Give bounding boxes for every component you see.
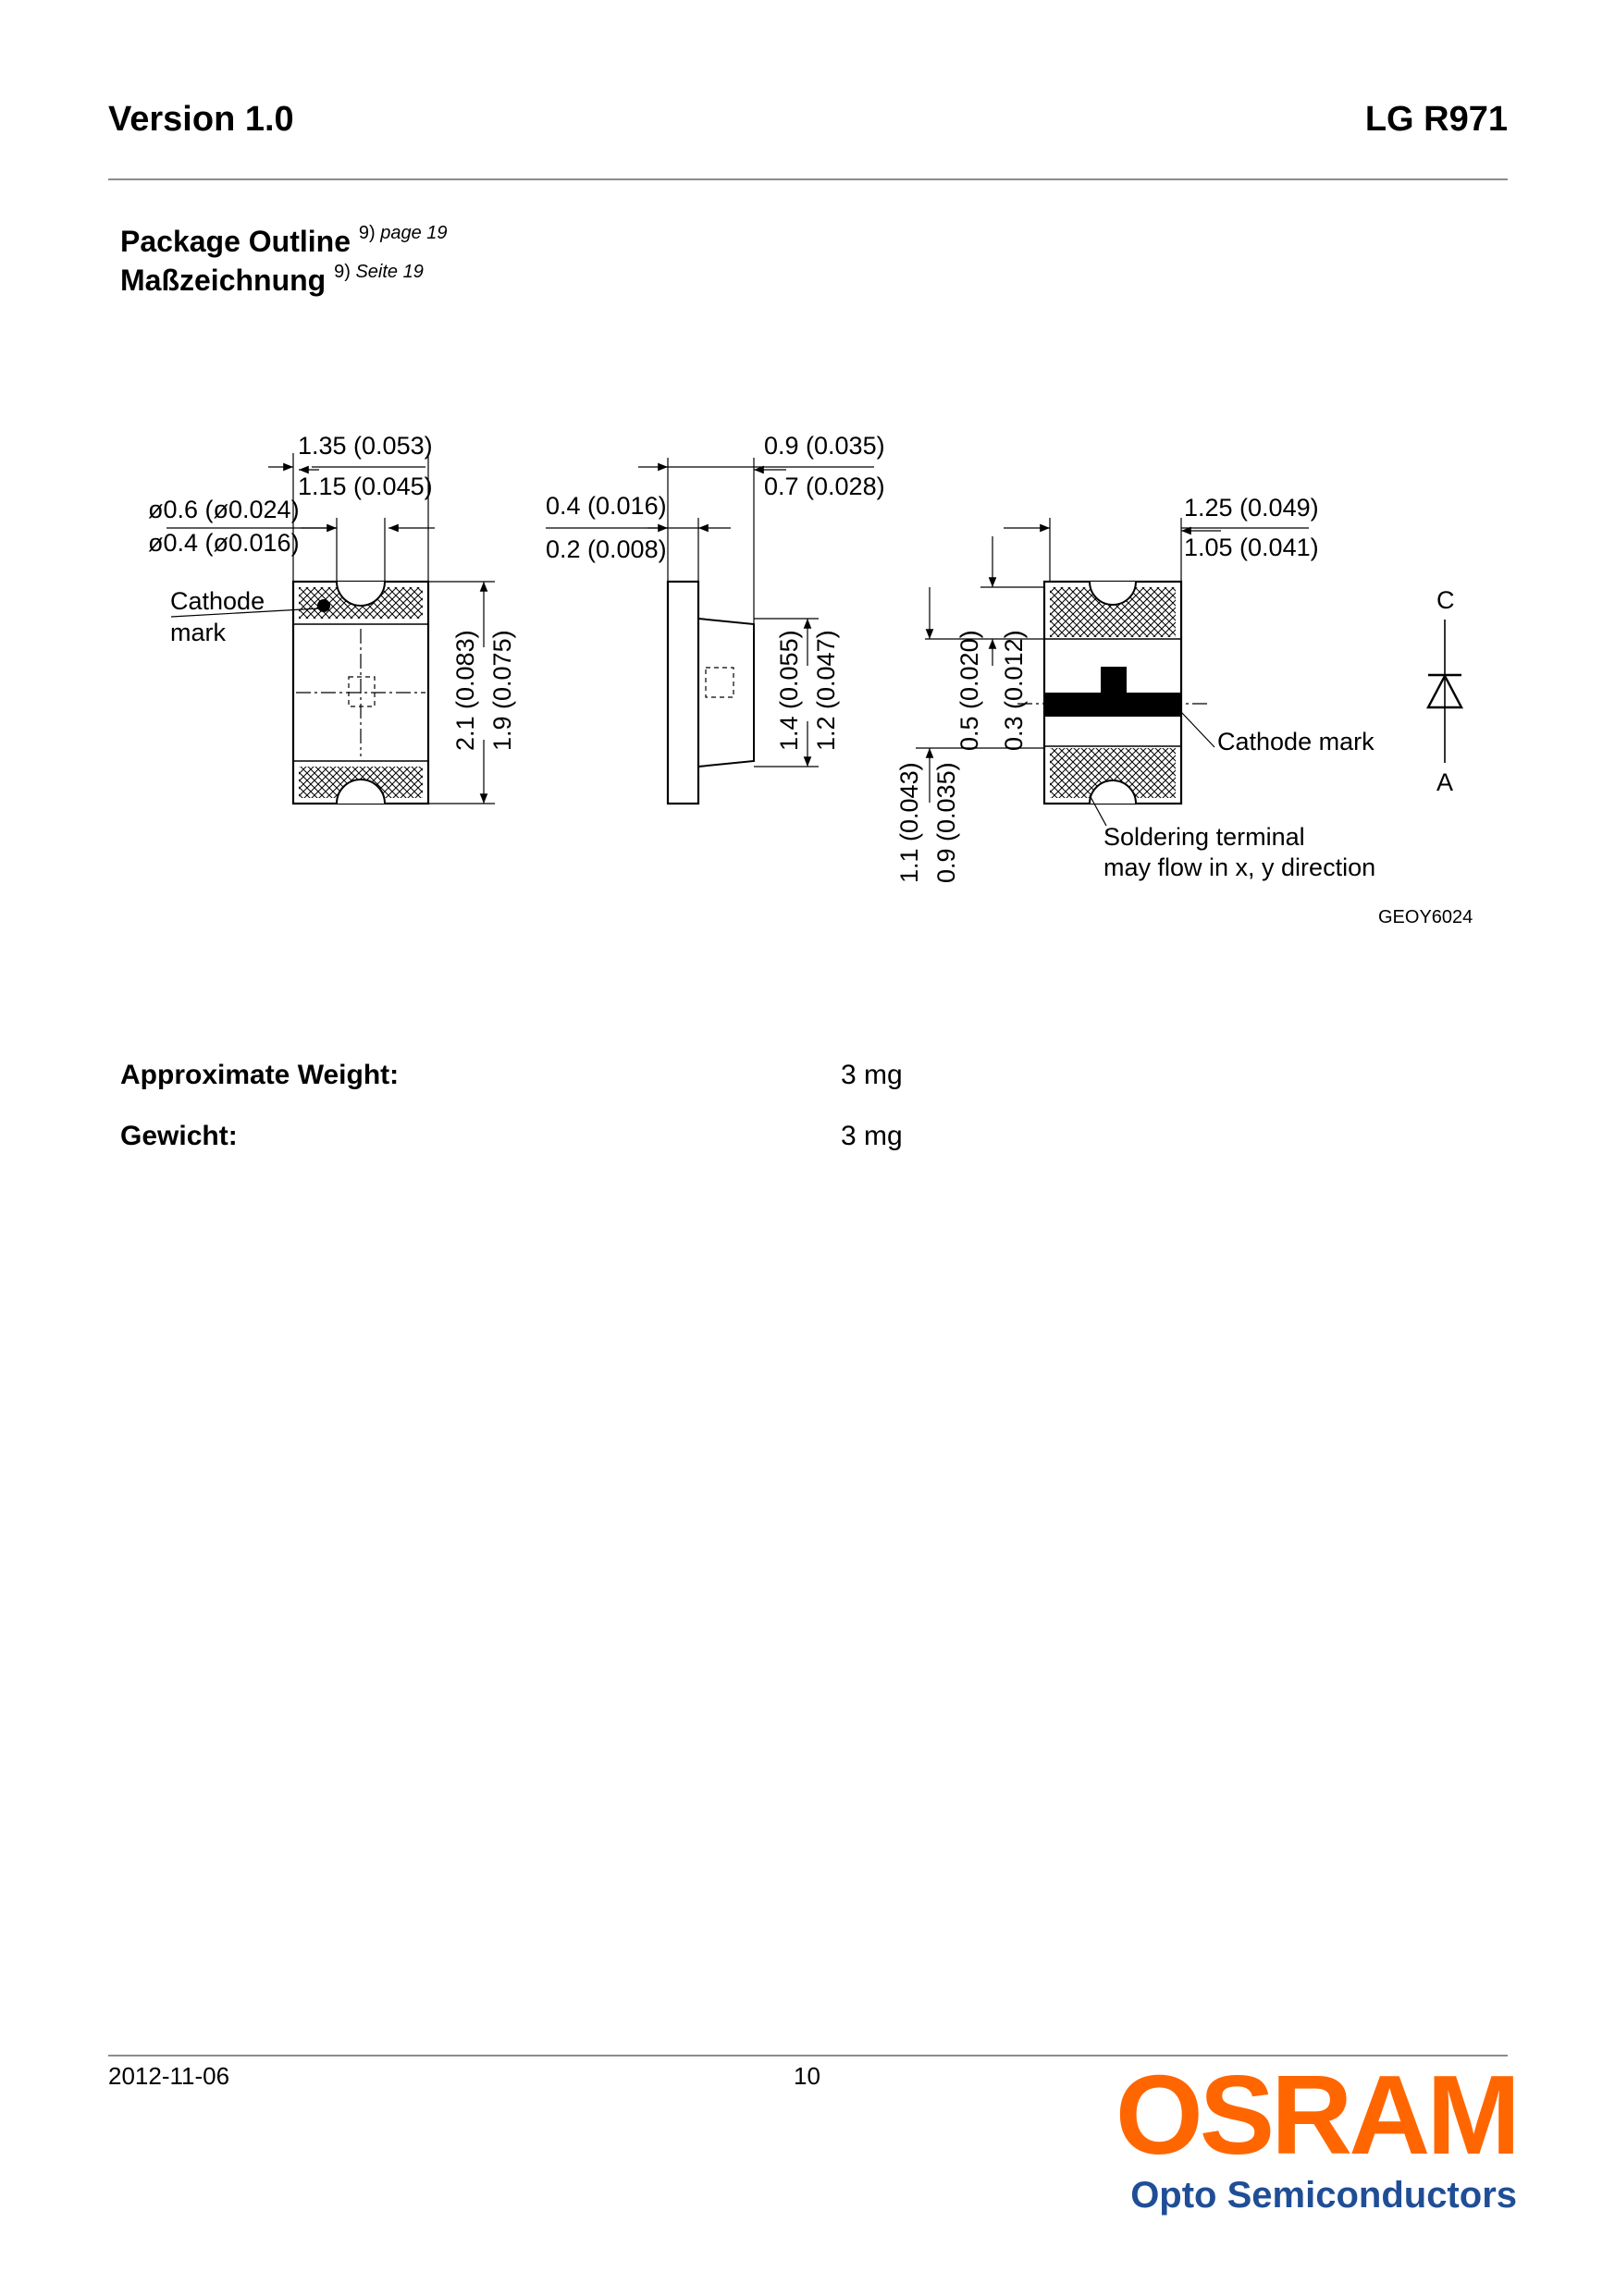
side-width-max: 0.9 (0.035) <box>764 432 885 460</box>
bottom-pad-min: 0.9 (0.035) <box>932 762 960 883</box>
bottom-solder-label-2: may flow in x, y direction <box>1103 853 1375 881</box>
symbol-cathode-label: C <box>1436 586 1455 614</box>
bottom-width-max: 1.25 (0.049) <box>1184 494 1319 522</box>
side-height-max: 1.4 (0.055) <box>775 630 803 751</box>
bottom-mark-offset-min: 0.3 (0.012) <box>1000 630 1028 751</box>
package-outline-drawing: 1.35 (0.053) 1.15 (0.045) ø0.6 (ø0.024) … <box>148 432 1473 927</box>
side-width-min: 0.7 (0.028) <box>764 473 885 500</box>
osram-logo: OSRAM Opto Semiconductors <box>1091 2052 1521 2221</box>
front-width-max: 1.35 (0.053) <box>298 432 433 460</box>
drawing-id: GEOY6024 <box>1378 907 1473 927</box>
footer-page-number: 10 <box>794 2062 820 2090</box>
front-hole-min: ø0.4 (ø0.016) <box>148 529 300 557</box>
side-view <box>546 458 874 805</box>
side-height-min: 1.2 (0.047) <box>812 630 840 751</box>
side-thickness-max: 0.4 (0.016) <box>546 492 667 520</box>
front-hole-max: ø0.6 (ø0.024) <box>148 496 300 523</box>
bottom-width-min: 1.05 (0.041) <box>1184 534 1319 561</box>
front-cathode-label-1: Cathode <box>170 587 265 615</box>
symbol-anode-label: A <box>1436 768 1453 796</box>
side-thickness-min: 0.2 (0.008) <box>546 535 667 563</box>
section-title-de-ref: 9) Seite 19 <box>334 262 424 283</box>
front-height-max: 2.1 (0.083) <box>451 630 479 751</box>
section-title-en: Package Outline 9) page 19 <box>120 223 448 259</box>
header-part-number: LG R971 <box>1364 100 1508 139</box>
logo-brand: OSRAM <box>1115 2052 1521 2178</box>
footer-rule <box>108 2055 1508 2057</box>
header-rule <box>108 178 1508 180</box>
bottom-view <box>916 518 1309 827</box>
bottom-mark-offset-max: 0.5 (0.020) <box>955 630 983 751</box>
weight-value-en: 3 mg <box>841 1060 903 1090</box>
section-title-en-text: Package Outline <box>120 225 351 258</box>
weight-value-de: 3 mg <box>841 1121 903 1151</box>
diode-symbol <box>1426 620 1463 763</box>
front-width-min: 1.15 (0.045) <box>298 473 433 500</box>
bottom-solder-label-1: Soldering terminal <box>1103 823 1305 851</box>
weight-label-en: Approximate Weight: <box>120 1060 400 1090</box>
bottom-cathode-mark: Cathode mark <box>1217 728 1375 755</box>
logo-subtitle: Opto Semiconductors <box>1130 2175 1517 2216</box>
section-title-en-ref: 9) page 19 <box>358 223 448 244</box>
weight-label-de: Gewicht: <box>120 1121 238 1151</box>
header-version: Version 1.0 <box>108 100 294 139</box>
front-view <box>166 453 495 805</box>
front-cathode-label-2: mark <box>170 619 226 646</box>
section-title-de-text: Maßzeichnung <box>120 264 327 297</box>
section-title-de: Maßzeichnung 9) Seite 19 <box>120 262 424 298</box>
footer-date: 2012-11-06 <box>108 2062 230 2090</box>
bottom-pad-max: 1.1 (0.043) <box>895 762 923 883</box>
front-height-min: 1.9 (0.075) <box>488 630 516 751</box>
